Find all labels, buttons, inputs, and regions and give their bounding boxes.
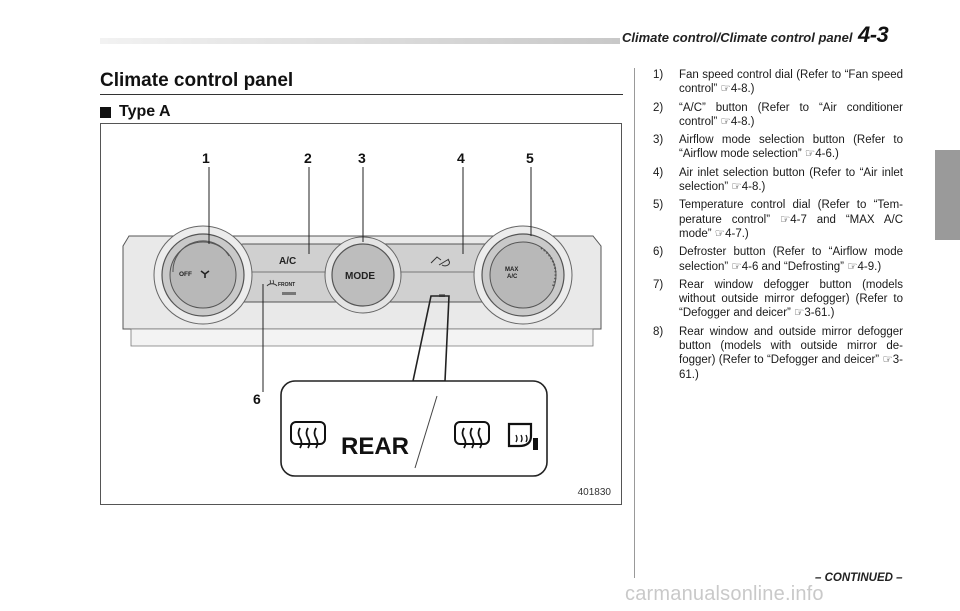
continued-label: – CONTINUED – [815,572,903,584]
panel-lower-trim [130,328,594,347]
chapter-tab [935,150,960,240]
defroster-indicator [282,292,296,295]
section-rule [100,94,623,95]
callout-list: 1)Fan speed control dial (Refer to “Fan … [653,68,903,386]
column-divider [634,68,635,578]
header-title: Climate control/Climate control panel [622,30,853,45]
ac-button-label[interactable]: A/C [279,256,296,267]
max-ac-label-1: MAX [505,267,518,273]
climate-panel-illustration: A/C MODE OFF MAX A/C FRONT 1 2 3 4 5 6 7… [122,150,602,477]
front-defroster-icon [266,279,278,287]
subsection-title: Type A [119,103,171,120]
mirror-defogger-icon [507,422,538,450]
callout-4: 4 [457,150,465,166]
list-item: 7)Rear window defogger button (models wi… [653,278,903,320]
leader-lines [208,167,532,392]
fan-off-label: OFF [179,271,192,278]
mode-button-label: MODE [345,271,375,282]
temp-dial-scale [540,247,557,287]
defogger-detail-box [280,380,548,477]
fan-dial-scale [172,240,230,273]
max-ac-label-2: A/C [507,274,518,280]
fan-speed-dial[interactable] [169,241,237,309]
subsection-heading: Type A [100,103,171,121]
list-item: 2)“A/C” button (Refer to “Air conditione… [653,101,903,128]
callout-1: 1 [202,150,210,166]
air-inlet-icon [430,256,450,267]
figure-code: 401830 [577,487,611,498]
detail-divider [414,395,438,469]
watermark: carmanualsonline.info [625,583,824,605]
list-item: 4)Air inlet selection button (Refer to “… [653,166,903,194]
climate-panel-figure: A/C MODE OFF MAX A/C FRONT 1 2 3 4 5 6 7… [100,123,622,505]
callout-5: 5 [526,150,534,166]
rear-defogger-icon-2 [454,421,490,449]
rear-defogger-icon [290,421,326,449]
section-title: Climate control panel [100,70,294,91]
rear-defogger-label: REAR [341,433,409,460]
callout-3: 3 [358,150,366,166]
callout-6: 6 [253,391,261,407]
fan-icon [200,270,210,278]
list-item: 6)Defroster button (Refer to “Airflow mo… [653,246,903,273]
mode-button[interactable] [331,243,395,307]
header-bar [100,38,620,44]
page-number: 4-3 [858,22,889,47]
callout-2: 2 [304,150,312,166]
list-item: 5)Temperature control dial (Refer to “Te… [653,199,903,240]
front-defrost-label: FRONT [278,282,295,288]
list-item: 1)Fan speed control dial (Refer to “Fan … [653,69,903,96]
list-item: 8)Rear window and outside mirror defogge… [653,325,903,381]
list-item: 3)Airflow mode selection button (Refer t… [653,134,903,161]
square-bullet-icon [100,106,111,118]
temperature-dial[interactable] [489,241,557,309]
